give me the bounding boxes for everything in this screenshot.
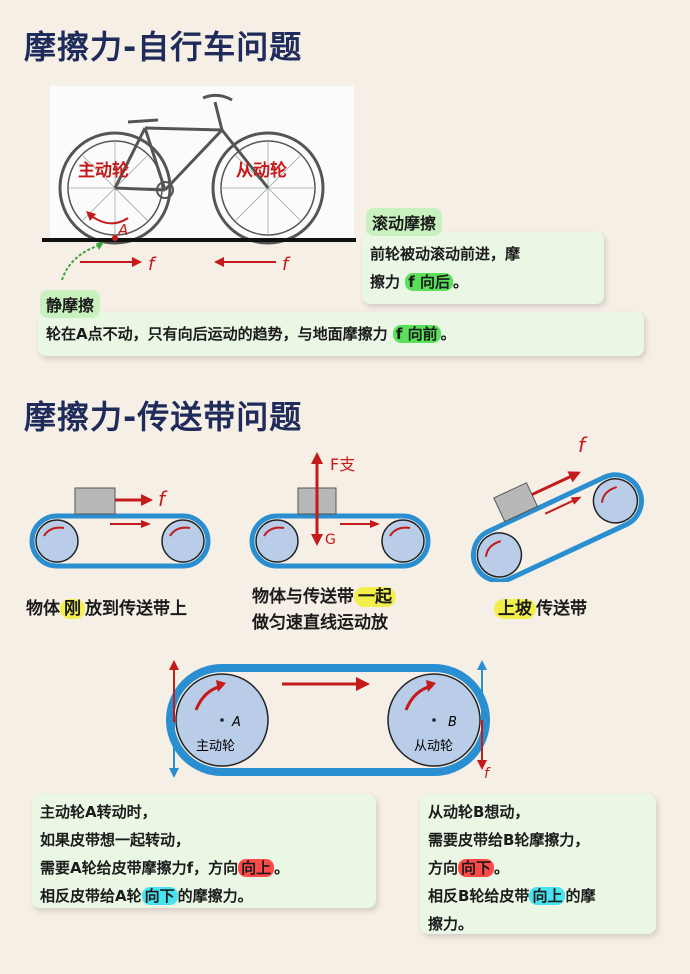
point-a-dot [112,235,118,241]
note-right-line4: 相反B轮给皮带向上的摩 [428,887,596,905]
belt-figure-1: f [29,487,211,569]
big-drive-label: 主动轮 [196,739,235,754]
pointer-arrow [61,244,101,281]
belt-big-diagram: A B 主动轮 从动轮 f [166,660,491,782]
note-left-line2: 如果皮带想一起转动， [40,831,191,849]
fig1-caption: 物体刚放到传送带上 [26,599,187,619]
fig1-force-label: f [158,487,168,511]
force-label-rear: f [148,254,157,275]
frame [113,93,270,192]
note-right-line3: 方向向下。 [428,859,510,877]
belt-loop-1 [29,513,211,569]
fig3-caption: 上坡传送带 [494,594,587,619]
static-friction-text: 轮在A点不动，只有向后运动的趋势，与地面摩擦力 f 向前。 [46,325,456,343]
bicycle-diagram: 主动轮 从动轮 A f f [42,86,356,281]
note-left-line4: 相反皮带给A轮向下的摩擦力。 [40,887,253,905]
static-friction-tag: 静摩擦 [40,290,101,318]
note-left-line3: 需要A轮给皮带摩擦力f，方向向上。 [40,859,290,877]
belt-section-title: 摩擦力-传送带问题 [24,398,303,436]
rolling-friction-card [362,232,604,304]
belt-loop-2 [249,513,431,569]
object-box-3 [493,482,539,523]
bike-section-title: 摩擦力-自行车问题 [24,28,303,66]
note-right-text: 从动轮B想动， 需要皮带给B轮摩擦力， 方向向下。 相反B轮给皮带向上的摩 擦力… [428,798,654,938]
fig2-gravity-label: G [325,532,336,548]
belt-loop-3 [470,472,644,582]
belt-figure-2: F支 G [249,452,431,569]
note-left-line1: 主动轮A转动时， [40,803,157,821]
rolling-friction-text: 前轮被动滚动前进，摩 擦力 f 向后。 [370,240,600,296]
bicycle-image-bg [50,86,354,240]
point-a: A [231,715,241,730]
note-right-line2: 需要皮带给B轮摩擦力， [428,831,590,849]
driven-wheel-label: 从动轮 [236,160,287,181]
point-a-label: A [117,221,128,239]
rolling-friction-tag: 滚动摩擦 [366,208,443,236]
rotation-arrow [89,214,129,225]
big-force-label: f [484,766,491,782]
drive-wheel-label: 主动轮 [78,160,129,181]
object-box-1 [74,487,116,515]
note-left-text: 主动轮A转动时， 如果皮带想一起转动， 需要A轮给皮带摩擦力f，方向向上。 相反… [40,798,374,910]
big-driven-label: 从动轮 [414,739,453,754]
fig3-force-label: f [578,433,588,457]
fig2-caption: 物体与传送带一起 做匀速直线运动放 [252,584,396,636]
fig2-support-label: F支 [330,455,355,474]
note-right-line1: 从动轮B想动， [428,803,530,821]
big-belt-loop [166,664,490,776]
rolling-line1: 前轮被动滚动前进，摩 [370,245,521,263]
point-b: B [448,715,457,730]
belt-figure-3: f [470,433,644,582]
rolling-line2: 擦力 f 向后。 [370,273,468,291]
static-friction-card [38,312,644,356]
note-left-card [32,794,376,908]
note-right-line5: 擦力。 [428,915,474,933]
force-label-front: f [282,254,291,275]
